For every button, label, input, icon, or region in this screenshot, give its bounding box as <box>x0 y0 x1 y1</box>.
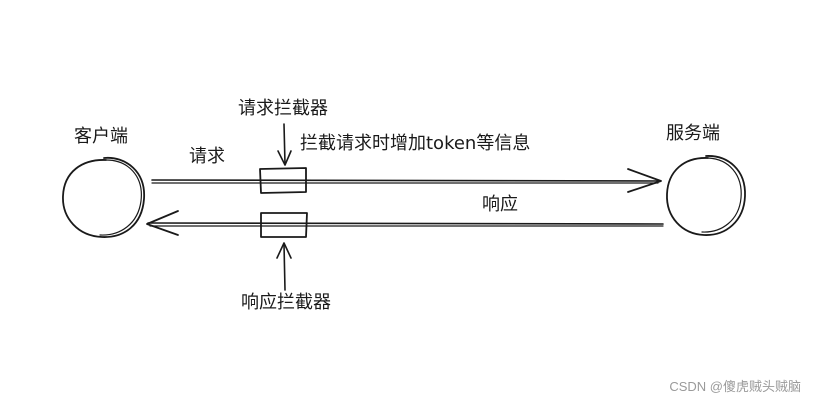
interceptor-note: 拦截请求时增加token等信息 <box>300 133 531 154</box>
request-interceptor-pointer <box>277 123 292 166</box>
response-interceptor-label: 响应拦截器 <box>241 292 331 313</box>
server-node <box>666 155 746 236</box>
response-interceptor-pointer <box>276 242 292 291</box>
request-interceptor-label: 请求拦截器 <box>238 98 328 119</box>
client-node <box>62 157 145 238</box>
request-interceptor-box <box>259 167 307 194</box>
response-interceptor-box <box>260 212 308 238</box>
response-arrow <box>146 210 664 236</box>
request-arrow <box>151 168 662 193</box>
response-arrow-label: 响应 <box>482 194 518 215</box>
watermark: CSDN @傻虎贼头贼脑 <box>669 379 801 394</box>
client-label: 客户端 <box>74 126 128 147</box>
server-label: 服务端 <box>666 123 720 144</box>
request-arrow-label: 请求 <box>189 146 225 167</box>
